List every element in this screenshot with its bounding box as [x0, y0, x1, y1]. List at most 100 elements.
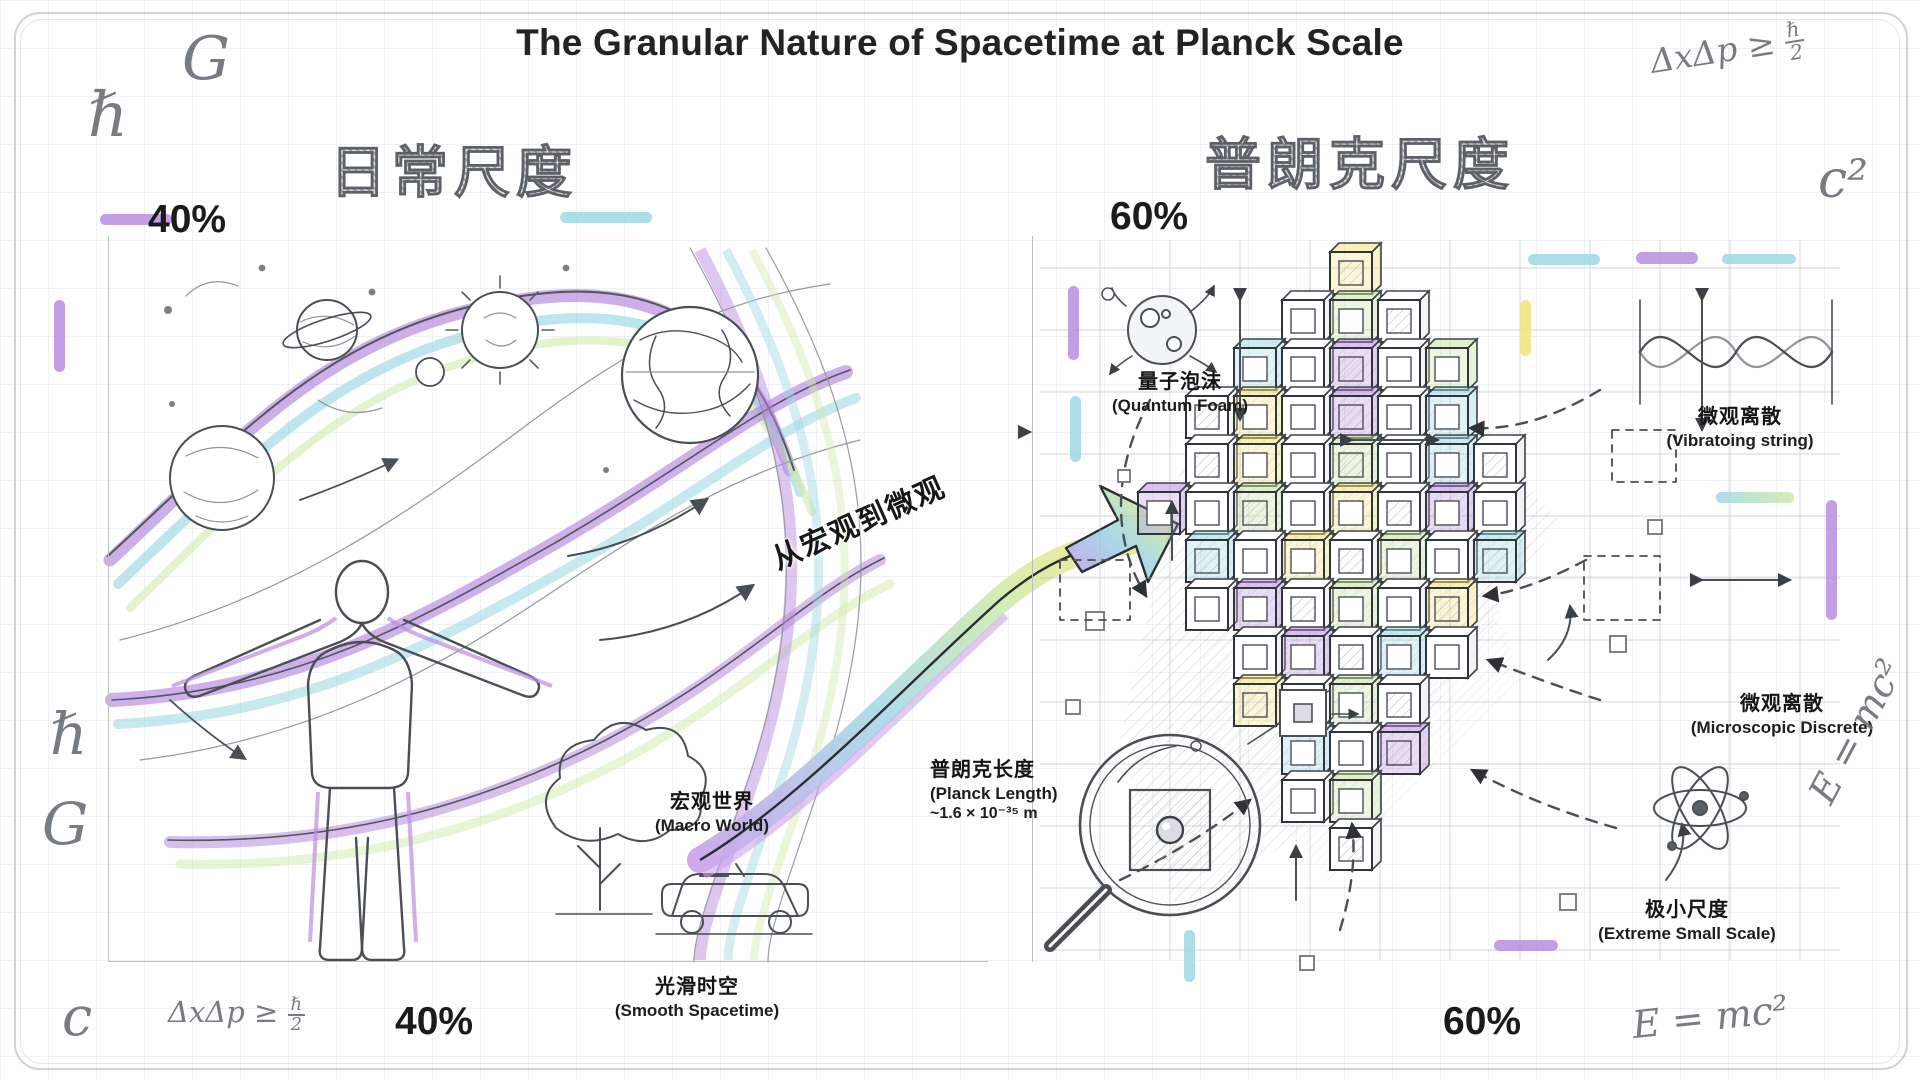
marker-stroke	[1716, 492, 1794, 503]
planck-length-value: ~1.6 × 10⁻³⁵ m	[930, 804, 1038, 822]
planck-cell-zoom	[1128, 689, 1360, 872]
formula-G-mid-left: G	[42, 790, 89, 858]
percent-left-top: 40%	[148, 198, 227, 241]
marker-stroke	[1520, 300, 1531, 356]
caption-cn: 普朗克长度	[930, 759, 1035, 781]
lattice-cube	[1328, 673, 1383, 728]
lattice-cube	[1376, 673, 1431, 728]
marker-stroke	[54, 300, 65, 372]
caption-cn: 量子泡沫	[1138, 371, 1222, 393]
poster-border	[14, 12, 1908, 1070]
lattice-cube	[1376, 337, 1431, 392]
marker-stroke	[560, 212, 652, 223]
lattice-cube	[1424, 577, 1479, 632]
lattice-cube	[1232, 433, 1287, 488]
caption-macro-world: 宏观世界 (Macro World)	[612, 790, 812, 836]
lattice-cube	[1424, 385, 1479, 440]
lattice-cube	[1328, 721, 1383, 776]
lattice-cube	[1376, 481, 1431, 536]
lattice-cube	[1232, 577, 1287, 632]
caption-cn: 极小尺度	[1645, 899, 1729, 921]
lattice-cube	[1376, 289, 1431, 344]
lattice-cube	[1424, 625, 1479, 680]
lattice-cube	[1184, 577, 1239, 632]
percent-right-top: 60%	[1110, 195, 1189, 238]
formula-uncertainty-bottom-left: ΔxΔp ≥ ℏ 2	[168, 995, 306, 1036]
lattice-cube	[1424, 337, 1479, 392]
marker-stroke	[1528, 254, 1600, 265]
quantum-lattice-cubes	[1136, 241, 1527, 872]
caption-extreme-small-scale: 极小尺度 (Extreme Small Scale)	[1572, 898, 1802, 944]
caption-cn: 光滑时空	[655, 976, 739, 998]
marker-stroke	[1068, 286, 1079, 360]
panel-right-frame	[1032, 236, 1822, 962]
formula-G-top-left: G	[182, 24, 230, 94]
celestial-objects	[164, 264, 760, 760]
formula-hbar-top-left: ℏ	[88, 78, 128, 151]
percent-right-bottom: 60%	[1443, 1000, 1522, 1043]
uncertainty-denominator: 2	[290, 1014, 303, 1036]
lattice-cube	[1376, 625, 1431, 680]
caption-en: (Smooth Spacetime)	[614, 1000, 780, 1020]
caption-smooth-spacetime: 光滑时空 (Smooth Spacetime)	[572, 975, 822, 1021]
marker-stroke	[1494, 940, 1558, 951]
marker-stroke	[1826, 500, 1837, 620]
marker-stroke	[1636, 252, 1698, 264]
vibrating-string-icon	[1638, 299, 1834, 405]
caption-quantum-foam: 量子泡沫 (Quantum Foam)	[1085, 370, 1275, 416]
tree-sketch	[545, 722, 707, 915]
marker-stroke	[1070, 396, 1081, 462]
panel-left-frame	[108, 236, 988, 962]
caption-en: (Planck Length)	[930, 783, 1058, 803]
human-figure-glow	[171, 616, 553, 943]
formula-c-squared-top-right: c²	[1818, 150, 1868, 210]
measure-arrows	[1030, 288, 1792, 901]
lattice-cube	[1424, 481, 1479, 536]
transition-arrow	[687, 484, 1180, 880]
caption-vibrating-string: 微观离散 (Vibratoing string)	[1640, 405, 1840, 451]
uncertainty-lhs: ΔxΔp ≥	[168, 995, 279, 1029]
formula-c-bottom-left: c	[62, 985, 93, 1048]
lattice-cube	[1280, 433, 1335, 488]
lattice-cube	[1472, 529, 1527, 584]
dotted-region-boxes	[1059, 429, 1677, 621]
lattice-cube	[1184, 385, 1239, 440]
lattice-cube	[1376, 529, 1431, 584]
lattice-cube	[1328, 385, 1383, 440]
lattice-cube	[1376, 721, 1431, 776]
lattice-cube	[1280, 385, 1335, 440]
caption-en: (Microscopic Discrete)	[1690, 717, 1874, 737]
uncertainty-denominator: 2	[1788, 39, 1805, 66]
lattice-cube	[1472, 481, 1527, 536]
caption-en: (Extreme Small Scale)	[1598, 923, 1776, 943]
caption-cn: 宏观世界	[670, 791, 754, 813]
lattice-cube	[1472, 433, 1527, 488]
page-title: The Granular Nature of Spacetime at Plan…	[516, 22, 1404, 63]
caption-en: (Quantum Foam)	[1112, 395, 1248, 415]
stray-quanta	[1065, 469, 1663, 971]
marker-stroke	[1722, 254, 1796, 264]
caption-en: (Vibratoing string)	[1666, 430, 1814, 450]
uncertainty-fraction: ℏ 2	[287, 995, 306, 1036]
uncertainty-numerator: ℏ	[287, 995, 306, 1017]
caption-microscopic-discrete: 微观离散 (Microscopic Discrete)	[1672, 692, 1892, 738]
formula-hbar-mid-left: ℏ	[50, 700, 88, 768]
quantum-foam-icon	[1101, 284, 1218, 376]
atom-icon	[1653, 766, 1749, 851]
marker-stroke	[100, 214, 172, 225]
panel-planck-scale	[1032, 236, 1822, 962]
heading-everyday-scale: 日常尺度	[330, 128, 578, 209]
lattice-cube	[1376, 385, 1431, 440]
panel-everyday-scale	[108, 236, 988, 962]
lattice-cube	[1280, 481, 1335, 536]
lattice-cube	[1232, 481, 1287, 536]
lattice-cube	[1328, 769, 1383, 824]
caption-cn: 微观离散	[1740, 693, 1824, 715]
caption-cn: 微观离散	[1698, 406, 1782, 428]
lattice-cube	[1328, 289, 1383, 344]
car-sketch	[655, 863, 813, 935]
heading-planck-scale: 普朗克尺度	[1205, 120, 1515, 201]
